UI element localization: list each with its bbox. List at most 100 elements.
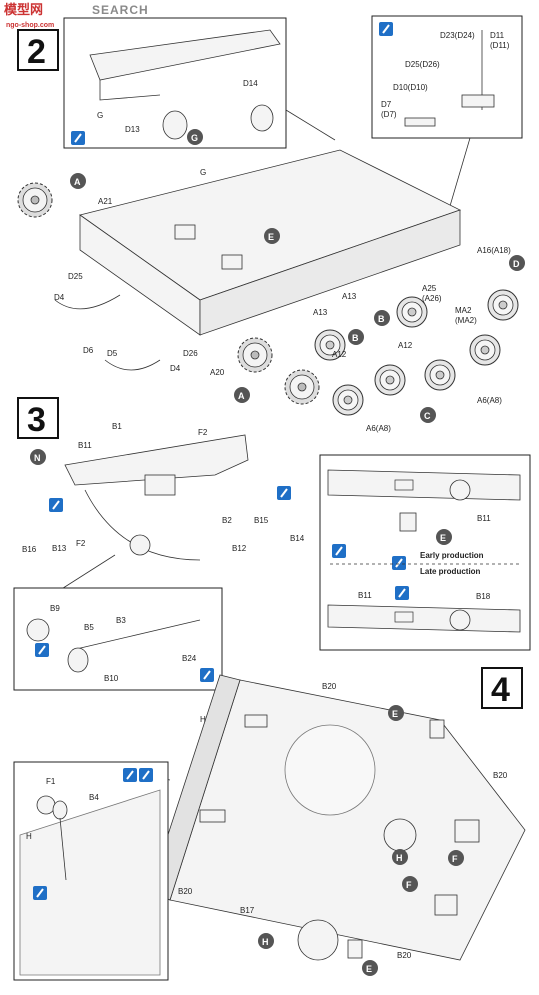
label-f2-2: F2 xyxy=(76,539,86,548)
cement-icon-3 xyxy=(391,555,407,571)
label-a16: A16(A18) xyxy=(477,246,511,255)
label-g: G xyxy=(200,168,206,177)
callout-c: C xyxy=(424,411,431,421)
rear-plate xyxy=(64,434,249,486)
callout-a-2: A xyxy=(238,391,245,401)
glue-brush-icon-3 xyxy=(199,667,215,683)
glue-brush-icon-5 xyxy=(138,767,154,783)
watermark-search: SEARCH xyxy=(92,3,149,17)
label-a21: A21 xyxy=(98,197,113,206)
label-d7: D7 xyxy=(381,100,392,109)
label-b2: B2 xyxy=(222,516,232,525)
label-a13: A13 xyxy=(342,292,357,301)
label-a13-2: A13 xyxy=(313,308,328,317)
label-b13: B13 xyxy=(52,544,67,553)
label-d26: D26 xyxy=(183,349,198,358)
label-a26: (A26) xyxy=(422,294,442,303)
label-b11-early: B11 xyxy=(477,514,491,523)
label-d6: D6 xyxy=(83,346,94,355)
label-b16: B16 xyxy=(22,545,37,554)
label-b1: B1 xyxy=(112,422,122,431)
label-ma2: MA2 xyxy=(455,306,472,315)
label-d4-2: D4 xyxy=(170,364,181,373)
step-4-number: 4 xyxy=(491,671,510,709)
label-d11-alt: (D11) xyxy=(490,41,510,50)
callout-b-2: B xyxy=(378,314,385,324)
late-production-note: Late production xyxy=(420,567,481,576)
option-icon xyxy=(394,585,410,601)
label-d5: D5 xyxy=(107,349,118,358)
label-b4: B4 xyxy=(89,793,99,802)
callout-b: B xyxy=(352,333,359,343)
step-3: 3 N B1 F2 B11 B13 B16 F2 B2 B15 B14 B12 … xyxy=(13,397,531,691)
label-d4: D4 xyxy=(54,293,65,302)
label-b17: B17 xyxy=(240,906,255,915)
step-3-number-box xyxy=(17,397,59,439)
label-d10: D10(D10) xyxy=(393,83,428,92)
label-h: H xyxy=(200,715,206,724)
label-b20: B20 xyxy=(322,682,337,691)
callout-h: H xyxy=(396,853,403,863)
callout-n: N xyxy=(34,453,41,463)
label-ma2-alt: (MA2) xyxy=(455,316,477,325)
label-b20-2: B20 xyxy=(493,771,508,780)
label-a12-2: A12 xyxy=(398,341,413,350)
label-b24: B24 xyxy=(182,654,197,663)
label-a20: A20 xyxy=(210,368,225,377)
step-2-number-box xyxy=(17,29,59,71)
glue-brush-icon xyxy=(70,130,86,146)
watermark: 模型网 SEARCH ngo-shop.com xyxy=(4,2,149,29)
label-b18: B18 xyxy=(476,592,491,601)
step-4: 4 B20 H E B20 H F F B20 B17 H E B20 xyxy=(13,667,526,981)
label-a6: A6(A8) xyxy=(366,424,391,433)
label-b12: B12 xyxy=(232,544,247,553)
label-b20-3: B20 xyxy=(178,887,193,896)
cement-icon-4 xyxy=(122,767,138,783)
cement-icon-inset xyxy=(34,642,50,658)
label-b5: B5 xyxy=(84,623,94,632)
cement-icon-left xyxy=(48,497,64,513)
label-f1: F1 xyxy=(46,777,56,786)
label-b11-late: B11 xyxy=(358,591,372,600)
label-d25-inset: D25(D26) xyxy=(405,60,440,69)
early-production-note: Early production xyxy=(420,551,484,560)
label-d11: D11 xyxy=(490,31,505,40)
watermark-url: ngo-shop.com xyxy=(6,22,54,29)
label-b9: B9 xyxy=(50,604,60,613)
watermark-logo: 模型网 xyxy=(4,2,43,17)
step-2: 2 G G D13 D14 D23(D24) D11 (D11) D25(D26… xyxy=(17,15,525,433)
label-b14: B14 xyxy=(290,534,305,543)
label-d13: D13 xyxy=(125,125,140,134)
label-b10: B10 xyxy=(104,674,119,683)
label-a6-2: A6(A8) xyxy=(477,396,502,405)
callout-e-4: E xyxy=(392,709,398,719)
label-b15: B15 xyxy=(254,516,269,525)
label-d14: D14 xyxy=(243,79,258,88)
step-4-number-box xyxy=(481,667,523,709)
step-2-inset-right xyxy=(371,15,523,139)
callout-h-2: H xyxy=(262,937,269,947)
label-a25: A25 xyxy=(422,284,437,293)
callout-f-2: F xyxy=(406,880,412,890)
callout-e-3: E xyxy=(440,533,446,543)
callout-d: D xyxy=(513,259,520,269)
cement-icon-right xyxy=(276,485,292,501)
label-d7-alt: (D7) xyxy=(381,110,397,119)
label-a12: A12 xyxy=(332,350,347,359)
label-d23: D23(D24) xyxy=(440,31,475,40)
callout-e: E xyxy=(268,232,274,242)
label-d25: D25 xyxy=(68,272,83,281)
callout-f: F xyxy=(452,854,458,864)
label-b20-4: B20 xyxy=(397,951,412,960)
option-icon-2 xyxy=(32,885,48,901)
callout-g-inset: G xyxy=(191,133,198,143)
label-h-inset: H xyxy=(26,832,32,841)
label-b11: B11 xyxy=(78,441,92,450)
callout-e-5: E xyxy=(366,964,372,974)
callout-a: A xyxy=(74,177,81,187)
label-f2: F2 xyxy=(198,428,208,437)
label-b3: B3 xyxy=(116,616,126,625)
label-g-inset: G xyxy=(97,111,103,120)
step-3-number: 3 xyxy=(27,401,46,439)
